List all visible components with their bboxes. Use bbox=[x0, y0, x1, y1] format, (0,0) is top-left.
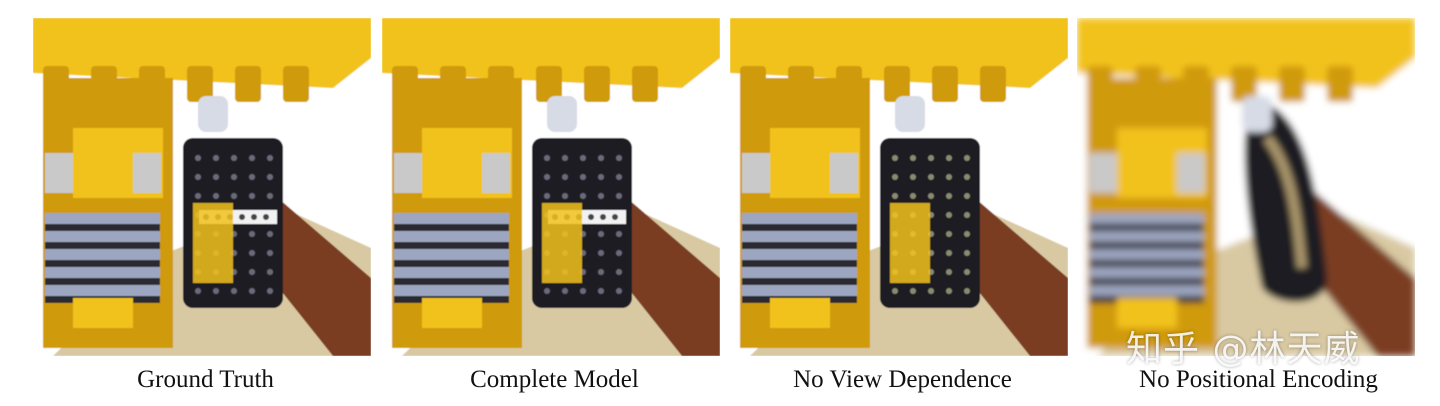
panel-no-view-dependence bbox=[730, 18, 1068, 356]
panel-complete-model bbox=[382, 18, 720, 356]
caption-no-positional-encoding: No Positional Encoding bbox=[1139, 366, 1378, 393]
caption-ground-truth: Ground Truth bbox=[137, 366, 274, 393]
panel-ground-truth bbox=[33, 18, 371, 356]
caption-complete-model: Complete Model bbox=[470, 366, 639, 393]
lego-render-image bbox=[33, 18, 371, 356]
caption-no-view-dependence: No View Dependence bbox=[793, 366, 1012, 393]
lego-render-image bbox=[382, 18, 720, 356]
lego-render-image bbox=[1077, 18, 1415, 356]
panel-no-positional-encoding bbox=[1077, 18, 1415, 356]
lego-render-image bbox=[730, 18, 1068, 356]
watermark-text: 知乎 @林天威 bbox=[1126, 329, 1361, 370]
